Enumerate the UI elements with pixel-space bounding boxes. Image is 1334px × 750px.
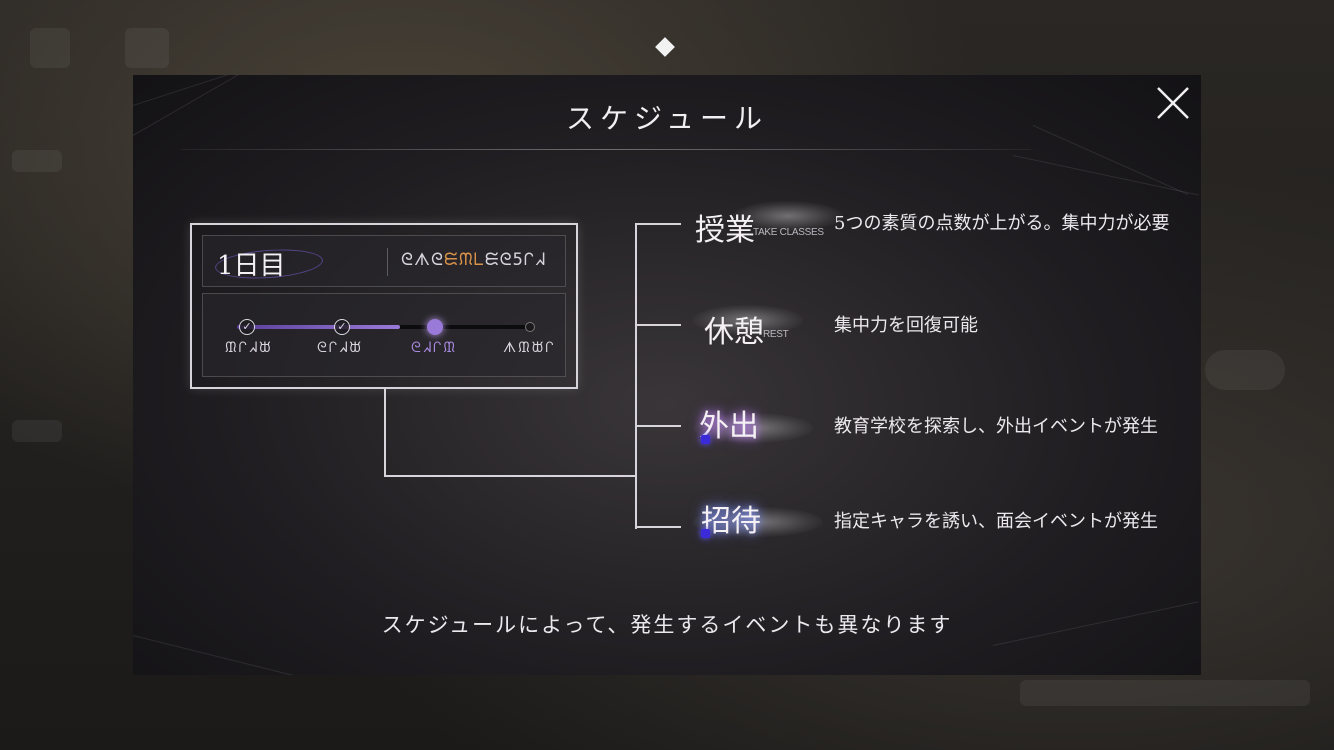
connector-branch	[635, 526, 681, 528]
bg-blur-icon	[30, 28, 70, 68]
cobweb-decoration	[1012, 155, 1199, 196]
progress-fill	[237, 325, 400, 329]
period-label: ᗑᙢᙔᒋ	[503, 340, 556, 356]
rune-code: ᘓᗑᘓᙓᙏᒪᙓᘓ5ᒋᖽ	[401, 250, 546, 270]
day-card: 1日目 ᘓᗑᘓᙓᙏᒪᙓᘓ5ᒋᖽ ✓ ✓ ᙢᒋᖽᙔ ᘓᒋᖽᙔ ᘓᖽᒋᙢ ᗑᙢᙔᒋ	[190, 223, 578, 389]
smoke-decoration	[693, 413, 813, 443]
check-icon: ✓	[334, 319, 350, 335]
activity-subtitle: TAKE CLASSES	[753, 227, 824, 238]
rune-code-highlight: ᙓᙏᒪ	[443, 250, 485, 270]
bg-blur-text	[12, 420, 62, 442]
activity-title-rest: 休憩	[704, 315, 764, 350]
progress-track	[237, 325, 533, 329]
smoke-decoration	[693, 507, 823, 537]
bg-blur-icon	[125, 28, 169, 68]
schedule-modal: スケジュール 1日目 ᘓᗑᘓᙓᙏᒪᙓᘓ5ᒋᖽ ✓ ✓ ᙢᒋᖽᙔ ᘓᒋᖽᙔ ᘓᖽᒋ…	[133, 75, 1201, 675]
activity-title-classes: 授業	[695, 213, 755, 248]
activity-description: 5つの素質の点数が上がる。集中力が必要	[834, 213, 1170, 234]
period-label-current: ᘓᖽᒋᙢ	[411, 340, 457, 356]
close-button[interactable]	[1155, 85, 1191, 121]
header-divider	[387, 248, 388, 276]
period-label: ᙢᒋᖽᙔ	[225, 340, 273, 356]
current-period-marker	[427, 319, 443, 335]
connector-branch	[635, 425, 681, 427]
period-label: ᘓᒋᖽᙔ	[317, 340, 363, 356]
smoke-decoration	[693, 305, 803, 335]
activity-description: 集中力を回復可能	[834, 315, 978, 336]
day-label: 1日目	[217, 251, 286, 281]
day-card-header: 1日目 ᘓᗑᘓᙓᙏᒪᙓᘓ5ᒋᖽ	[202, 235, 566, 287]
activity-description: 教育学校を探索し、外出イベントが発生	[834, 416, 1158, 437]
connector-line	[635, 223, 637, 529]
cobweb-decoration	[133, 635, 328, 675]
new-marker-icon	[701, 435, 710, 444]
bg-blur-text	[12, 150, 62, 172]
future-period-marker	[525, 322, 535, 332]
connector-line	[384, 475, 636, 477]
day-progress: ✓ ✓ ᙢᒋᖽᙔ ᘓᒋᖽᙔ ᘓᖽᒋᙢ ᗑᙢᙔᒋ	[202, 293, 566, 377]
modal-footer-note: スケジュールによって、発生するイベントも異なります	[381, 613, 953, 637]
new-marker-icon	[701, 529, 710, 538]
rune-code-prefix: ᘓᗑᘓ	[401, 250, 444, 270]
activity-description: 指定キャラを誘い、面会イベントが発生	[834, 511, 1158, 532]
smoke-decoration	[733, 201, 843, 231]
bg-blur-button	[1205, 350, 1285, 390]
bg-blur-text	[1020, 680, 1310, 706]
connector-branch	[635, 223, 681, 225]
title-divider	[181, 149, 1031, 150]
check-icon: ✓	[239, 319, 255, 335]
activity-title-invite: 招待	[701, 504, 761, 539]
close-icon	[1157, 87, 1189, 119]
connector-line	[384, 389, 386, 477]
modal-title: スケジュール	[565, 102, 769, 135]
activity-subtitle: REST	[763, 329, 789, 340]
connector-branch	[635, 324, 681, 326]
rune-code-suffix: ᙓᘓ5ᒋᖽ	[484, 250, 546, 270]
